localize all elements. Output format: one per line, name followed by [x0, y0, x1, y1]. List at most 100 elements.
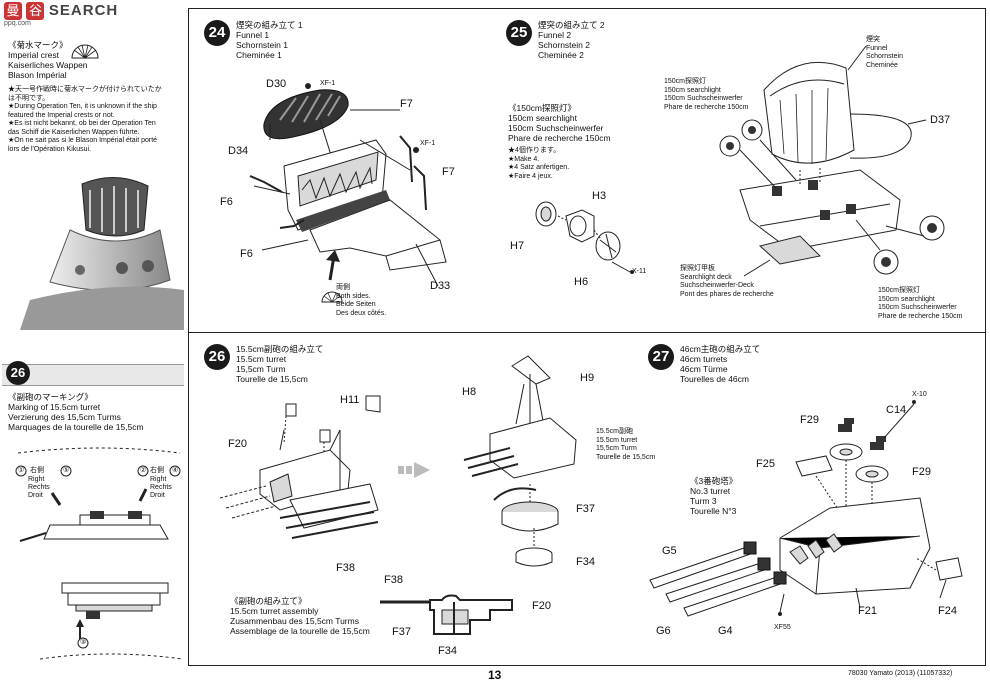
crest-note: ★天一号作戦時に菊水マークが付けられていたか	[8, 86, 162, 93]
sl-bottom-jp: 150cm探照灯	[878, 287, 921, 294]
sl-bottom-de: 150cm Suchscheinwerfer	[878, 304, 957, 311]
part-label: G6	[656, 625, 671, 637]
row-divider	[188, 332, 986, 333]
marking-title-jp: 《副砲のマーキング》	[8, 392, 93, 402]
watermark-logo: 曼 谷 SEARCH ppq.com	[4, 2, 118, 27]
crest-icon	[71, 44, 99, 59]
marking-num: ④	[172, 467, 179, 474]
page-number: 13	[488, 668, 502, 682]
paint-code: XF-1	[320, 80, 336, 87]
part-label: F20	[228, 438, 247, 450]
step25-number: 25	[506, 20, 532, 46]
section-view-diagram	[380, 594, 513, 635]
crest-title-jp: 《菊水マーク》	[8, 40, 68, 50]
assembly-fr: Assemblage de la tourelle de 15,5cm	[230, 626, 370, 636]
step27-title-jp: 46cm主砲の組み立て	[680, 344, 761, 354]
step26-exploded-diagram	[219, 395, 381, 539]
part-label: H7	[510, 240, 525, 252]
step26-number: 26	[204, 344, 230, 370]
turret3-fr: Tourelle N°3	[690, 506, 737, 516]
sidebar-step-number: 26	[6, 361, 30, 385]
step25-title-jp: 煙突の組み立て 2	[538, 20, 605, 30]
sl-top-jp: 150cm探照灯	[664, 78, 707, 85]
marking-label: Droit	[28, 492, 43, 499]
part-label: F37	[576, 503, 595, 515]
step25-line-fr: Cheminée 2	[538, 50, 584, 60]
part-label: H11	[340, 394, 360, 406]
part-label: F38	[384, 574, 403, 586]
sl-top-fr: Phare de recherche 150cm	[664, 103, 749, 111]
step24-header: 煙突の組み立て 1 Funnel 1 Schornstein 1 Cheminé…	[236, 20, 303, 60]
turret-en: 15.5cm turret	[596, 436, 638, 444]
part-label: F25	[756, 458, 775, 470]
sl-top-en: 150cm searchlight	[664, 86, 721, 94]
deck-de: Suchscheinwerfer-Deck	[680, 282, 754, 289]
crest-section: 《菊水マーク》 Imperial crest Kaiserliches Wapp…	[8, 40, 184, 154]
part-label: H9	[580, 372, 595, 384]
assembly-jp: 《副砲の組み立て》	[230, 596, 307, 606]
marking-line-de: Verzierung des 15,5cm Turms	[8, 412, 121, 422]
step26-flow-arrow	[398, 462, 430, 478]
part-label: F7	[400, 98, 413, 110]
searchlight-en: 150cm searchlight	[508, 113, 577, 123]
marking-label: Rechts	[150, 484, 172, 491]
part-label: D30	[266, 78, 287, 90]
searchlight-parts-diagram	[535, 201, 634, 274]
part-label: F34	[576, 556, 595, 568]
crest-note: featured the Imperial crests or not.	[8, 111, 115, 119]
step24-line-fr: Cheminée 1	[236, 50, 282, 60]
part-label: F24	[938, 605, 957, 617]
step26-sidebar-bar	[2, 364, 184, 386]
part-label: H8	[462, 386, 477, 398]
marking-label: 右側	[150, 467, 164, 474]
crest-note: ★On ne sait pas si le Blason Impérial ét…	[8, 137, 158, 144]
both-sides-note: 両側 Both sides. Beide Seiten Des deux côt…	[336, 284, 386, 318]
marking-diagram	[15, 447, 183, 660]
funnel-jp: 煙突	[866, 36, 880, 43]
marking-label: 右側	[30, 467, 44, 474]
paint-code: X-11	[632, 268, 647, 275]
paint-code: XF-1	[420, 140, 436, 147]
funnel-de: Schornstein	[866, 53, 903, 60]
deck-en: Searchlight deck	[680, 273, 732, 281]
part-label: F38	[336, 562, 355, 574]
part-label: G5	[662, 545, 677, 557]
marking-label: Rechts	[28, 484, 50, 491]
crest-note: は不明です。	[8, 94, 50, 102]
marking-num: ②	[140, 467, 147, 474]
searchlight-jp: 《150cm探照灯》	[508, 103, 577, 113]
part-label: F29	[912, 466, 931, 478]
marking-section: 《副砲のマーキング》 Marking of 15.5cm turret Verz…	[8, 392, 184, 432]
step25-line-de: Schornstein 2	[538, 40, 590, 50]
marking-label: Droit	[150, 492, 165, 499]
sl-bottom-fr: Phare de recherche 150cm	[878, 312, 963, 320]
part-label: F6	[240, 248, 253, 260]
part-label: H3	[592, 190, 607, 202]
assembly-en: 15.5cm turret assembly	[230, 606, 319, 616]
marking-line-en: Marking of 15.5cm turret	[8, 402, 101, 412]
step26-header: 15.5cm副砲の組み立て 15.5cm turret 15,5cm Turm …	[236, 344, 323, 384]
step24-title-jp: 煙突の組み立て 1	[236, 20, 303, 30]
part-label: F20	[532, 600, 551, 612]
funnel-photo	[20, 170, 184, 330]
assembly-de: Zusammenbau des 15,5cm Turms	[230, 616, 359, 626]
part-label: D34	[228, 145, 249, 157]
make4-jp: ★4個作ります。	[508, 147, 561, 154]
funnel-fr: Cheminée	[866, 61, 898, 69]
step25-line-en: Funnel 2	[538, 30, 572, 40]
part-label: F21	[858, 605, 877, 617]
sl-bottom-en: 150cm searchlight	[878, 295, 935, 303]
assembly-section: 《副砲の組み立て》 15.5cm turret assembly Zusamme…	[230, 596, 370, 636]
paint-code: XF55	[774, 624, 791, 631]
paint-code: X-10	[912, 391, 927, 398]
step26-assembled-diagram	[463, 355, 577, 567]
step27-line-de: 46cm Türme	[680, 364, 728, 374]
part-label: F7	[442, 166, 455, 178]
deck-fr: Pont des phares de recherche	[680, 290, 774, 298]
step24-line-de: Schornstein 1	[236, 40, 288, 50]
part-label: H6	[574, 276, 589, 288]
crest-line-fr: Blason Impérial	[8, 70, 67, 80]
watermark-char-a: 曼	[4, 2, 22, 20]
part-label: C14	[886, 404, 907, 416]
crest-note: ★During Operation Ten, it is unknown if …	[8, 103, 157, 110]
